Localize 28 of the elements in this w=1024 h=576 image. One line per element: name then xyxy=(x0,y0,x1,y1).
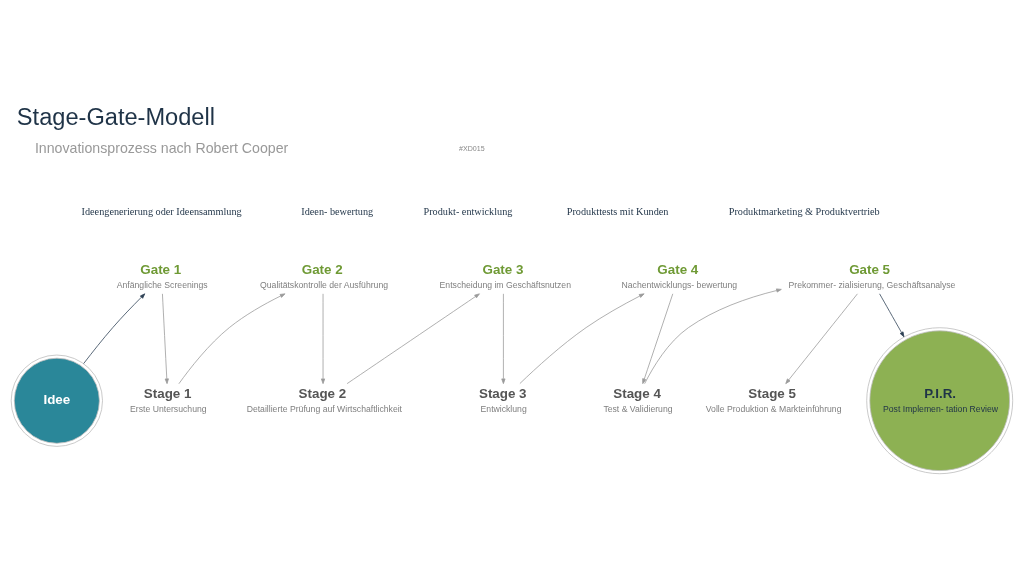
arrow xyxy=(644,288,782,384)
label: Produkt- entwicklung xyxy=(423,205,513,217)
diagram-title: Stage-Gate-Modell xyxy=(16,103,215,130)
label: Produktmarketing & Produktvertrieb xyxy=(728,205,880,217)
arrow xyxy=(642,292,674,384)
node-text: Gate 4 Nachentwicklungs- bewertung xyxy=(621,261,738,290)
node-text: Stage 2 Detaillierte Prüfung auf Wirtschaftlichkeit xyxy=(246,385,403,414)
node-text: Gate 2 Qualitätskontrolle der Ausführung xyxy=(260,261,389,290)
arrow xyxy=(83,292,146,364)
arrow xyxy=(162,292,169,384)
arrow xyxy=(321,292,326,384)
node-text: Stage 4 Test & Validierung xyxy=(603,385,673,414)
arrow xyxy=(879,292,905,337)
label: Innovationsprozess nach Robert Cooper xyxy=(34,139,289,156)
arrow xyxy=(178,292,286,384)
node-text: Stage 5 Volle Produktion & Markteinführung xyxy=(705,385,842,414)
node-text: Gate 5 Prekommer- zialisierung, Geschäftsanalyse xyxy=(788,261,956,290)
node-text: Stage 3 Entwicklung xyxy=(478,385,527,414)
arrow xyxy=(346,292,480,384)
arrow xyxy=(519,292,645,384)
label: Ideengenerierung oder Ideensammlung xyxy=(81,205,242,217)
node-text: Gate 3 Entscheidung im Geschäftsnutzen xyxy=(439,261,571,290)
arrow xyxy=(501,292,506,384)
node-text: Gate 1 Anfängliche Screenings xyxy=(116,261,208,290)
node-text: Stage 1 Erste Untersuchung xyxy=(130,385,207,414)
arrow xyxy=(785,292,858,384)
label: Ideen- bewertung xyxy=(301,205,374,217)
label: Produkttests mit Kunden xyxy=(566,205,669,217)
